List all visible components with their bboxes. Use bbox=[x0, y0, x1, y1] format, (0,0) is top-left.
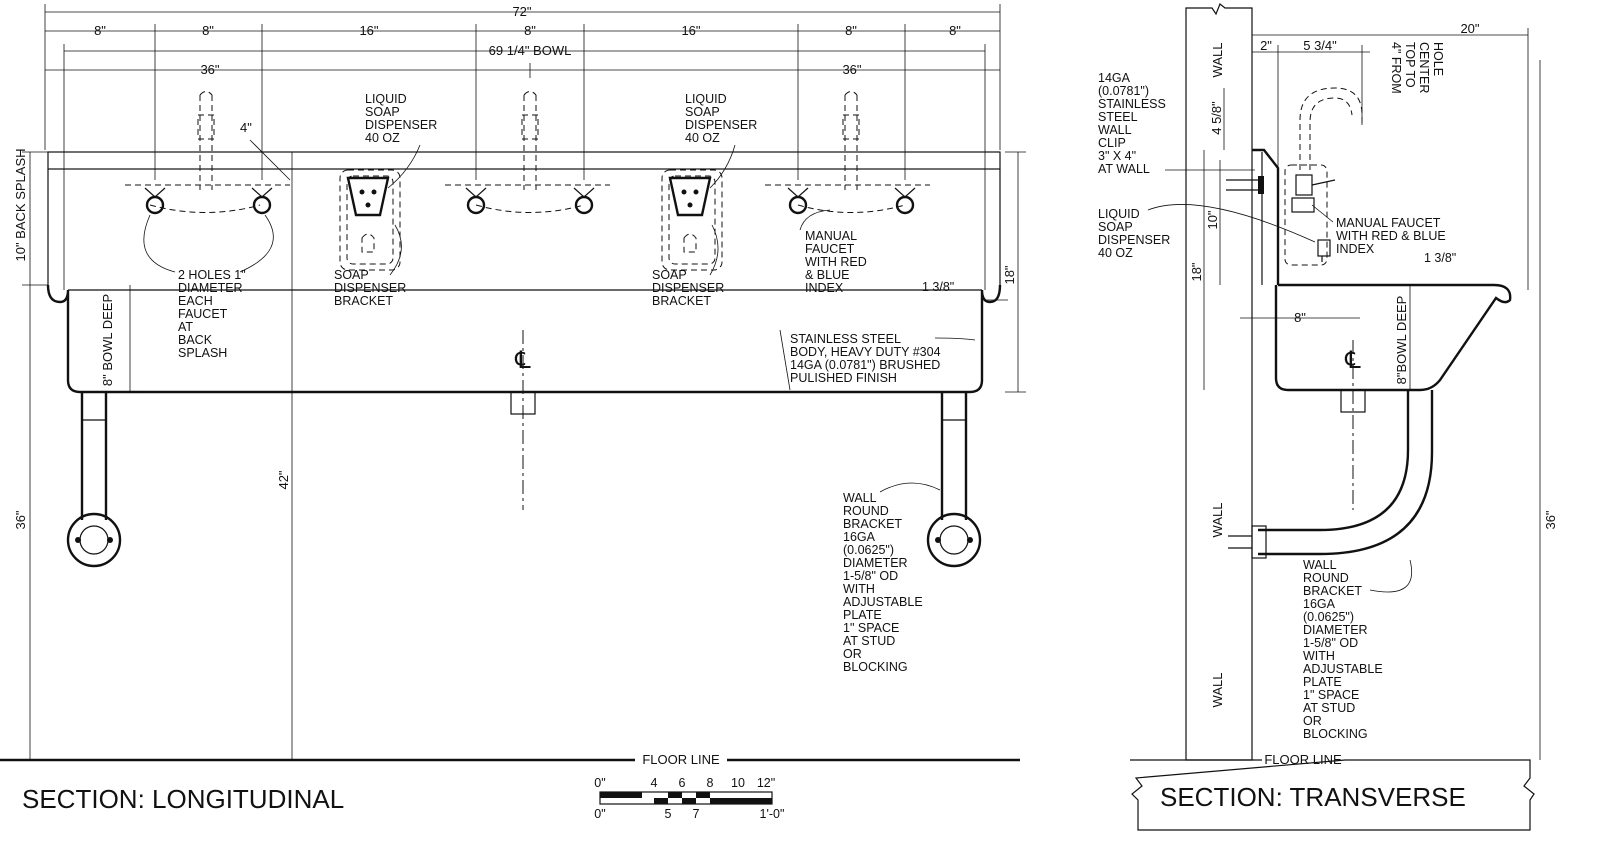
dim-transverse-rim: 1 3/8" bbox=[1424, 251, 1456, 265]
scale-bottom-1ft: 1'-0" bbox=[760, 807, 785, 821]
dim-seg-1: 8" bbox=[94, 23, 106, 38]
dim-bowl: 69 1/4" BOWL bbox=[489, 43, 572, 58]
wall-label-middle: WALL bbox=[1210, 503, 1225, 538]
title-transverse: SECTION: TRANSVERSE bbox=[1160, 782, 1466, 812]
dim-seg-7: 8" bbox=[949, 23, 961, 38]
faucet-set-left bbox=[125, 91, 290, 215]
scale-bottom-7: 7 bbox=[693, 807, 700, 821]
dim-overall-72: 72" bbox=[512, 4, 531, 19]
dim-rim: 1 3/8" bbox=[922, 280, 954, 294]
dim-seg-6: 8" bbox=[845, 23, 857, 38]
scale-top-0: 0" bbox=[594, 776, 605, 790]
dim-transverse-bowl-deep: 8"BOWL DEEP bbox=[1394, 296, 1409, 385]
leg-left bbox=[66, 392, 122, 568]
title-longitudinal: SECTION: LONGITUDINAL bbox=[22, 784, 344, 814]
leg-right bbox=[926, 392, 982, 568]
dim-seg-3: 16" bbox=[359, 23, 378, 38]
dim-transverse-458: 4 5/8" bbox=[1209, 101, 1224, 135]
dim-height-36: 36" bbox=[13, 510, 28, 529]
top-dimensions: 72" 8" 8" 16" 8" 16" 8" 8" 69 1/4" BOWL … bbox=[44, 4, 1001, 290]
transverse-centerline-symbol: ℄ bbox=[1344, 347, 1361, 374]
dim-transverse-10: 10" bbox=[1205, 210, 1220, 229]
vertical-dimensions: 10" BACK SPLASH 36" 8" BOWL DEEP 42" 18"… bbox=[13, 120, 1026, 760]
longitudinal-section: 72" 8" 8" 16" 8" 16" 8" 8" 69 1/4" BOWL … bbox=[0, 4, 1026, 814]
scale-top-8: 8 bbox=[707, 776, 714, 790]
wall-label-bottom: WALL bbox=[1210, 673, 1225, 708]
dim-bowl-deep: 8" BOWL DEEP bbox=[100, 294, 115, 386]
dim-back-splash: 10" BACK SPLASH bbox=[13, 148, 28, 261]
dim-transverse-36: 36" bbox=[1543, 510, 1558, 529]
soap-dispenser-right bbox=[661, 169, 723, 271]
scale-top-6: 6 bbox=[679, 776, 686, 790]
centerline-drain: ℄ bbox=[510, 330, 536, 510]
wall-clip bbox=[1226, 176, 1264, 194]
transverse-faucet bbox=[1284, 87, 1363, 266]
dim-seg-2: 8" bbox=[202, 23, 214, 38]
dim-seg-4: 8" bbox=[524, 23, 536, 38]
dim-height-42: 42" bbox=[276, 470, 291, 489]
dim-transverse-18: 18" bbox=[1189, 262, 1204, 281]
dim-transverse-2: 2" bbox=[1260, 38, 1272, 53]
floor-line-label-transverse: FLOOR LINE bbox=[1264, 752, 1342, 767]
transverse-dimensions: 20" 2" 5 3/4" 4 5/8" 10" 18" 8" 8"BOWL D… bbox=[1189, 21, 1558, 760]
scale-bottom-5: 5 bbox=[665, 807, 672, 821]
scale-top-4: 4 bbox=[651, 776, 658, 790]
dim-splash-4: 4" bbox=[240, 120, 252, 135]
transverse-section: WALL WALL WALL FLOOR LINE bbox=[1098, 3, 1558, 831]
transverse-centerline: ℄ bbox=[1340, 340, 1366, 510]
floor-slab: FLOOR LINE bbox=[1130, 752, 1535, 831]
dim-transverse-534: 5 3/4" bbox=[1303, 38, 1337, 53]
soap-dispenser-left bbox=[339, 169, 401, 271]
dim-half-left: 36" bbox=[200, 62, 219, 77]
wall-label-top: WALL bbox=[1210, 43, 1225, 78]
scale-top-10: 10 bbox=[731, 776, 745, 790]
faucet-set-right bbox=[765, 91, 930, 215]
dim-height-18: 18" bbox=[1002, 265, 1017, 284]
scale-top-12: 12" bbox=[757, 776, 775, 790]
dim-half-right: 36" bbox=[842, 62, 861, 77]
dim-transverse-8: 8" bbox=[1294, 310, 1306, 325]
dim-transverse-20: 20" bbox=[1460, 21, 1479, 36]
note-top-center: 4" FROMTOP TOCENTERHOLE bbox=[1389, 42, 1445, 94]
floor-line-longitudinal: FLOOR LINE bbox=[0, 752, 1020, 767]
transverse-soap-dispenser bbox=[1317, 239, 1331, 262]
dim-seg-5: 16" bbox=[681, 23, 700, 38]
transverse-round-bracket bbox=[1228, 390, 1434, 559]
faucet-set-center bbox=[445, 91, 610, 215]
floor-line-label: FLOOR LINE bbox=[642, 752, 720, 767]
svg-text:4" FROMTOP TOCENTERHOLE: 4" FROMTOP TOCENTERHOLE bbox=[1389, 42, 1445, 94]
transverse-bowl bbox=[1252, 148, 1512, 392]
scale-bottom-0: 0" bbox=[594, 807, 605, 821]
centerline-symbol: ℄ bbox=[514, 347, 531, 374]
scale-bar: 0" 4 6 8 10 12" 0" 5 7 1'-0" bbox=[594, 776, 784, 821]
